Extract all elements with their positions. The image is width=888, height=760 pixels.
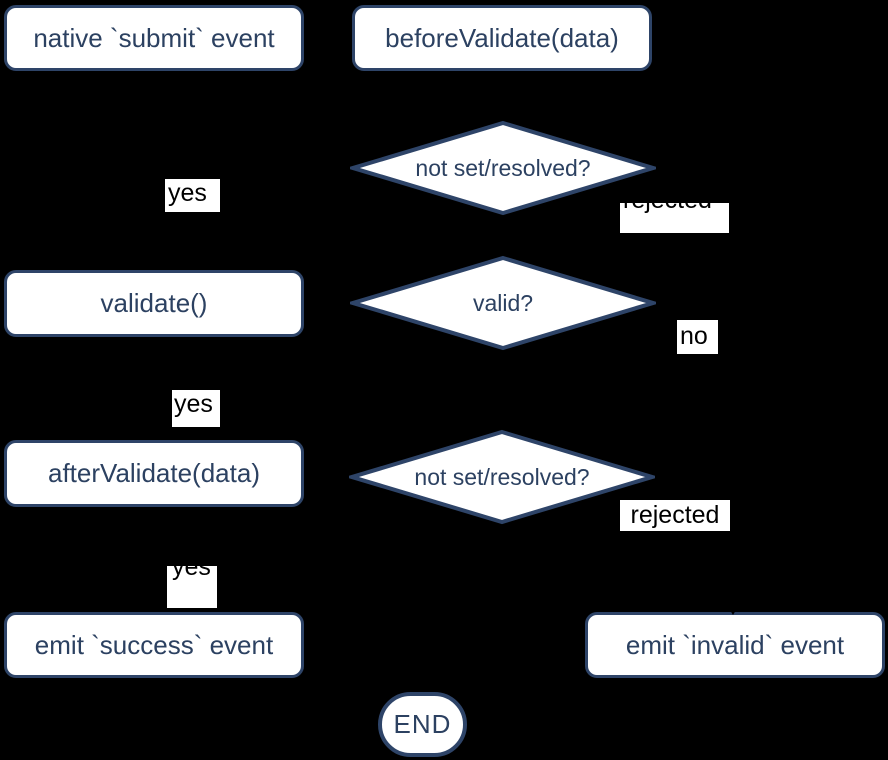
arrowhead-icon xyxy=(727,605,739,615)
edge-label-rejected-2: rejected xyxy=(620,500,730,531)
decision-label: not set/resolved? xyxy=(414,463,590,490)
decision-label: not set/resolved? xyxy=(415,154,591,181)
edge-label-yes-1: yes xyxy=(165,179,220,212)
diamond-shape xyxy=(350,120,656,216)
decision-after-validate-not-set-resolved: not set/resolved? xyxy=(349,429,655,525)
diamond-shape xyxy=(349,429,655,525)
node-end: END xyxy=(378,692,467,757)
node-before-validate: beforeValidate(data) xyxy=(352,5,652,71)
edge-label-no: no xyxy=(677,320,718,354)
decision-before-validate-not-set-resolved: not set/resolved? xyxy=(350,120,656,216)
node-emit-invalid-event: emit `invalid` event xyxy=(585,612,885,678)
edge-label-yes-2: yes xyxy=(172,390,220,427)
diamond-shape xyxy=(350,255,656,351)
decision-valid: valid? xyxy=(350,255,656,351)
edge-label-yes-3-text: yes xyxy=(172,553,211,581)
edge-label-rejected-1: rejected xyxy=(620,186,729,233)
edge-label-rejected-1-text: rejected xyxy=(623,186,712,214)
node-validate: validate() xyxy=(4,270,304,337)
decision-label: valid? xyxy=(472,289,534,316)
node-after-validate: afterValidate(data) xyxy=(4,440,304,507)
node-native-submit-event: native `submit` event xyxy=(4,5,304,71)
node-emit-success-event: emit `success` event xyxy=(4,612,304,678)
edge-label-yes-3: yes xyxy=(167,553,217,608)
